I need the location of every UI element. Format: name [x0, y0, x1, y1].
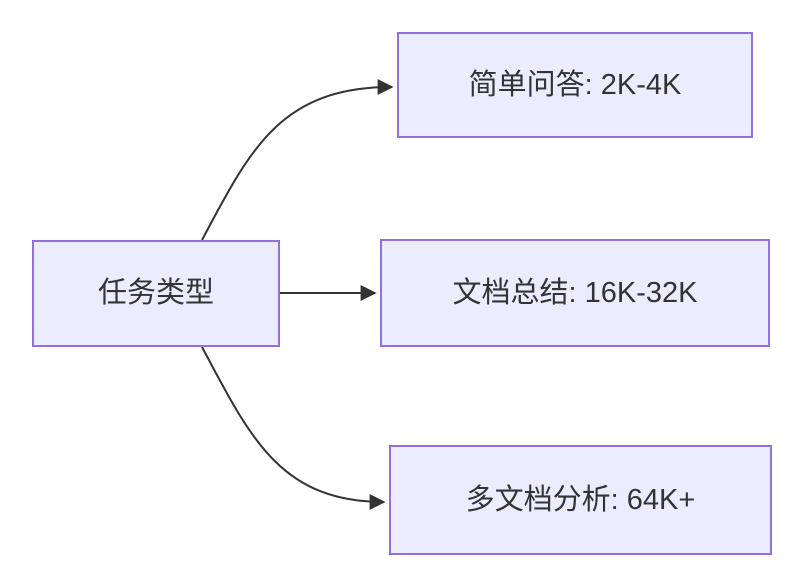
node-doc-summary-label: 文档总结: 16K-32K — [452, 276, 698, 309]
node-simple-qa: 简单问答: 2K-4K — [397, 32, 753, 138]
edge-root-to-multidoc-analysis — [201, 346, 386, 510]
node-simple-qa-label: 简单问答: 2K-4K — [468, 68, 682, 101]
node-doc-summary: 文档总结: 16K-32K — [380, 239, 770, 347]
node-task-type-label: 任务类型 — [97, 277, 214, 310]
node-multidoc-analysis: 多文档分析: 64K+ — [389, 445, 772, 555]
node-task-type: 任务类型 — [32, 240, 280, 347]
edge-root-to-simple-qa — [201, 79, 394, 241]
node-multidoc-analysis-label: 多文档分析: 64K+ — [465, 483, 696, 516]
